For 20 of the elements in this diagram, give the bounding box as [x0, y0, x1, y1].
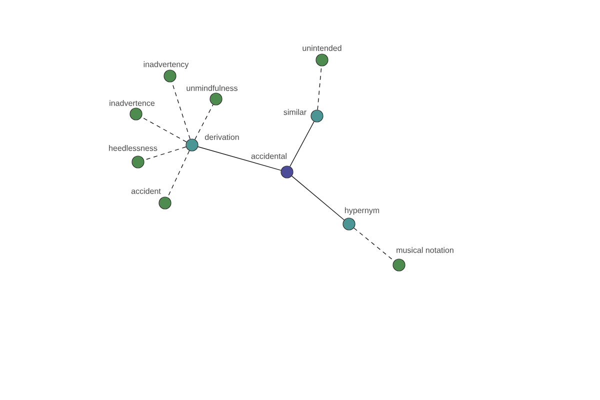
node-label: hypernym: [344, 206, 380, 216]
node-label: heedlessness: [108, 144, 158, 152]
node-label: derivation: [204, 134, 240, 140]
connector-line: [141, 116, 187, 142]
connector-line: [291, 176, 345, 220]
node-label: accidental: [250, 152, 288, 160]
connector-line: [167, 150, 190, 198]
node-label: similar: [282, 108, 308, 116]
connector-line: [198, 146, 282, 171]
connector-line: [290, 121, 314, 167]
node-label: unmindfulness: [186, 84, 238, 92]
connector-line: [317, 66, 322, 110]
connector-line: [354, 228, 394, 262]
connector-line: [194, 104, 214, 140]
node-label: inadvertency: [142, 60, 190, 70]
node-label: inadvertence: [108, 100, 156, 106]
connector-line: [144, 146, 186, 160]
node-label: unintended: [302, 44, 342, 52]
node-label: musical notation: [396, 246, 454, 254]
node-label: accident: [130, 188, 162, 194]
